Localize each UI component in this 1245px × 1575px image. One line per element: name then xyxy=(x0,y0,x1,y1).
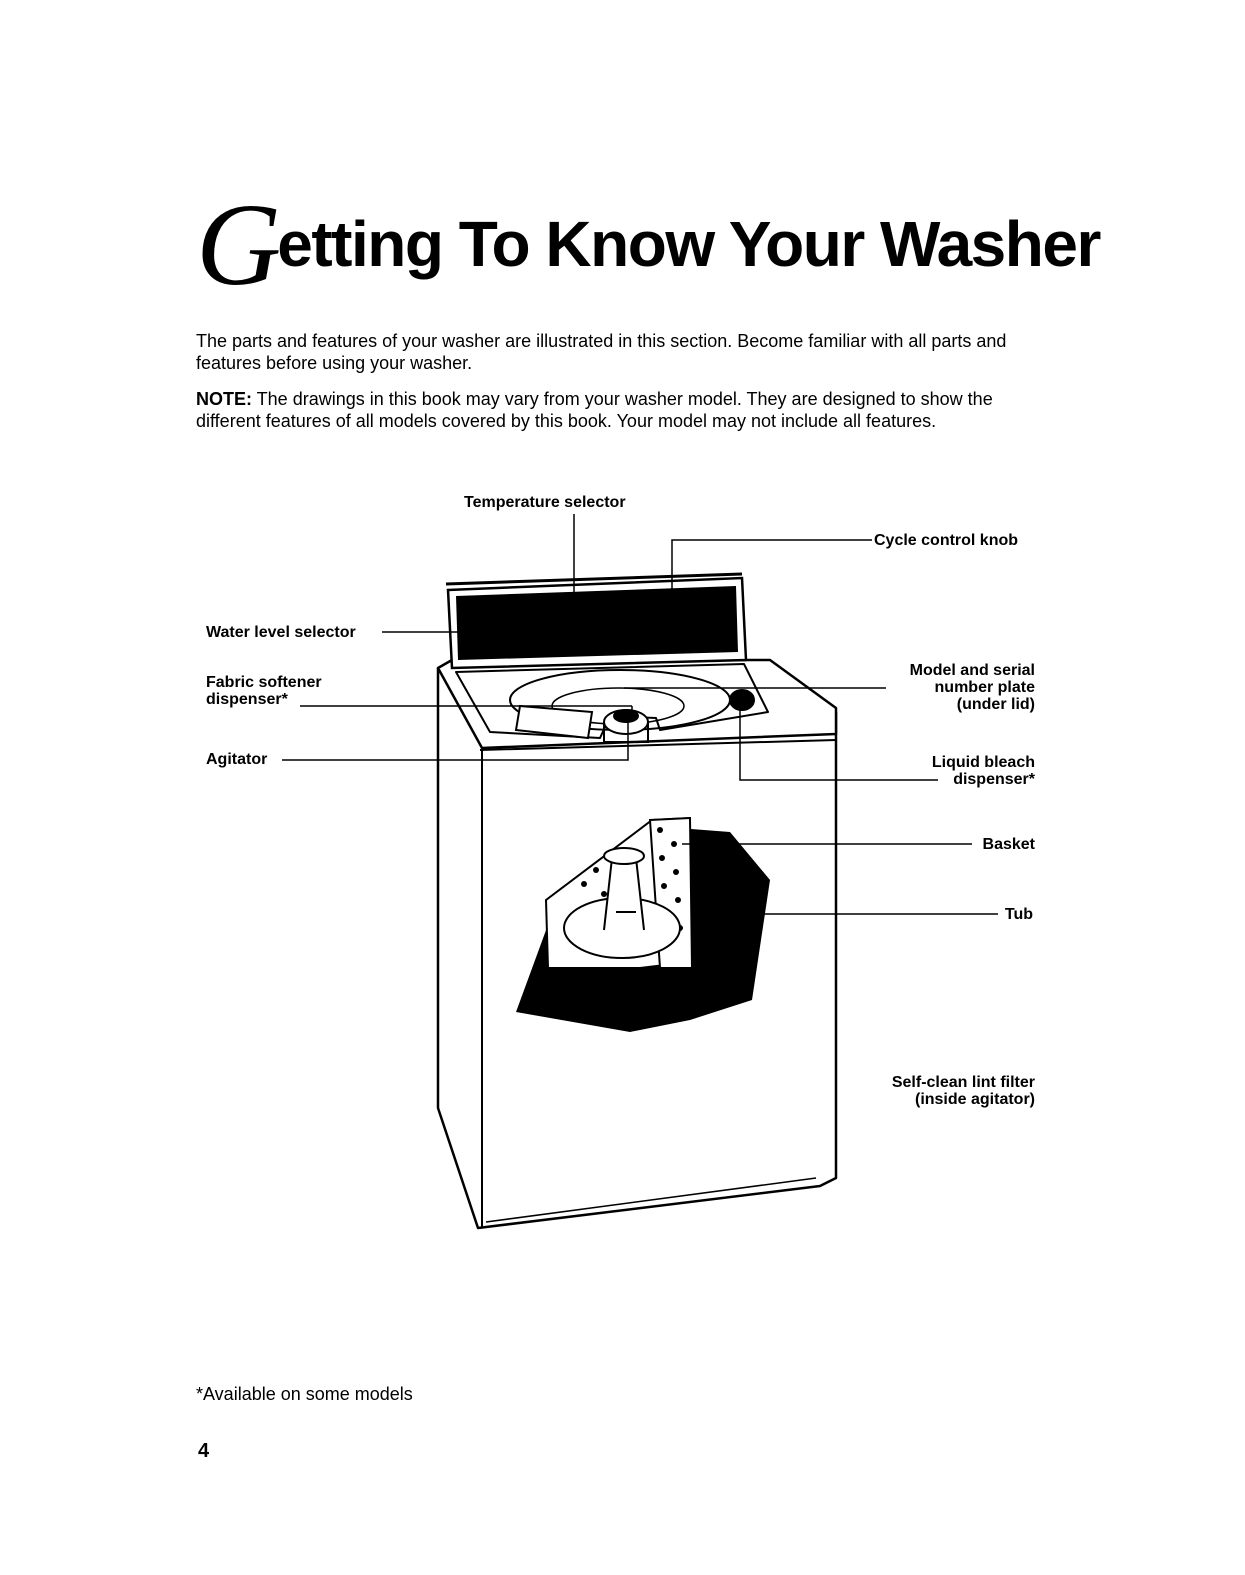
label-tub: Tub xyxy=(1004,906,1033,923)
note-label: NOTE: xyxy=(196,389,252,409)
lint-filter-line-1: Self-clean lint filter xyxy=(891,1074,1035,1091)
model-serial-line-2: number plate xyxy=(934,679,1035,696)
liquid-bleach-line-1: Liquid bleach xyxy=(931,754,1035,771)
liquid-bleach-line-2: dispenser* xyxy=(953,771,1035,788)
label-lint-filter: Self-clean lint filter(inside agitator) xyxy=(892,1074,1035,1108)
model-serial-line-3: (under lid) xyxy=(956,696,1035,713)
fabric-softener-line-2: dispenser* xyxy=(206,691,288,708)
note-paragraph: NOTE: The drawings in this book may vary… xyxy=(196,388,1036,432)
agitator-top xyxy=(514,689,755,743)
label-basket: Basket xyxy=(982,836,1035,853)
label-water-level-selector: Water level selector xyxy=(206,624,356,641)
label-temperature-selector: Temperature selector xyxy=(464,494,626,511)
label-agitator: Agitator xyxy=(206,751,268,768)
lint-filter-line-2: (inside agitator) xyxy=(914,1091,1035,1108)
footnote: *Available on some models xyxy=(196,1384,413,1404)
title-initial: G xyxy=(196,179,282,310)
fabric-softener-line-1: Fabric softener xyxy=(206,674,322,691)
control-console xyxy=(445,572,748,670)
cutaway-view xyxy=(516,816,770,1032)
title-text: etting To Know Your Washer xyxy=(277,208,1101,280)
label-cycle-control-knob: Cycle control knob xyxy=(874,532,1019,549)
leader-lines xyxy=(282,514,998,915)
model-serial-line-1: Model and serial xyxy=(909,662,1035,679)
page-number: 4 xyxy=(198,1440,210,1462)
note-text: The drawings in this book may vary from … xyxy=(196,389,993,431)
intro-paragraph: The parts and features of your washer ar… xyxy=(196,331,1007,373)
page-title: Getting To Know Your Washer xyxy=(196,168,1101,304)
